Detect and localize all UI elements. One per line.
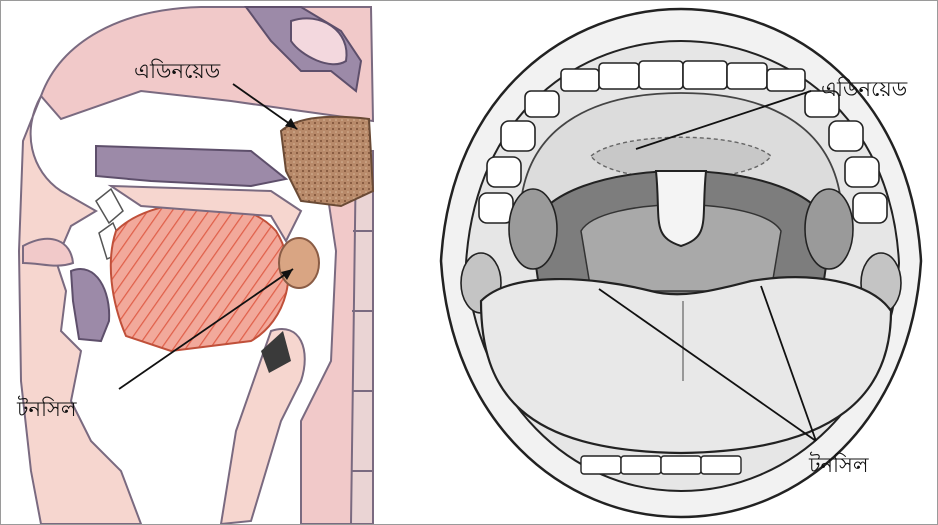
tonsil-shape: [279, 238, 319, 288]
open-mouth-panel: এডিনয়েড টনসিল: [421, 1, 938, 524]
left-adenoid-label: এডিনয়েড: [134, 61, 220, 82]
right-tonsil-label: টনসিল: [809, 455, 869, 476]
left-tonsil-label: টনসিল: [17, 399, 77, 420]
sagittal-section-illustration: [1, 1, 471, 524]
right-adenoid-label: এডিনয়েড: [821, 79, 907, 100]
sagittal-section-panel: এডিনয়েড টনসিল: [1, 1, 471, 524]
